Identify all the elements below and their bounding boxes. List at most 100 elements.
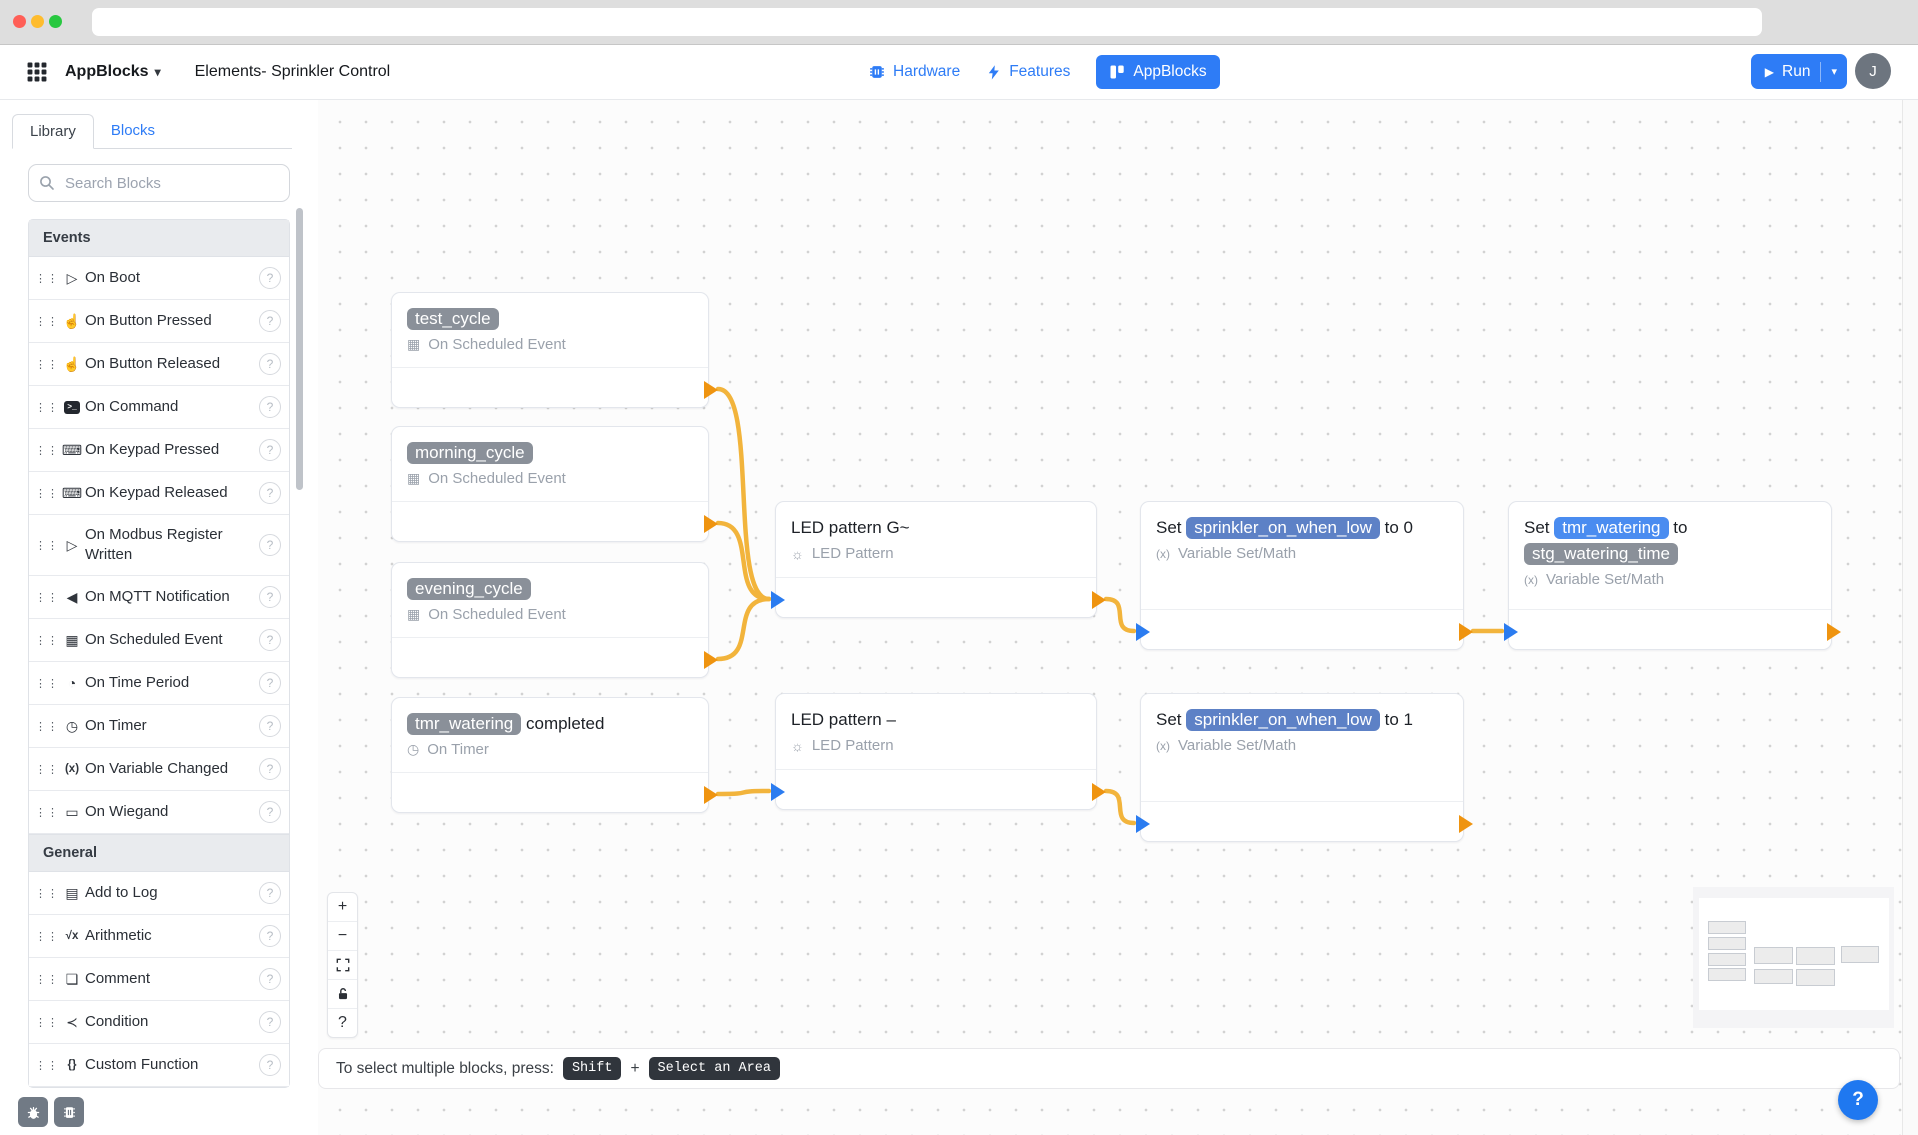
library-item-on-keypad-pressed[interactable]: ⋮⋮⌨On Keypad Pressed? [29, 429, 289, 472]
drag-handle-icon[interactable]: ⋮⋮ [35, 591, 59, 604]
output-port[interactable] [704, 651, 718, 669]
input-port[interactable] [771, 783, 785, 801]
drag-handle-icon[interactable]: ⋮⋮ [35, 973, 59, 986]
nav-appblocks[interactable]: AppBlocks [1096, 55, 1220, 89]
drag-handle-icon[interactable]: ⋮⋮ [35, 887, 59, 900]
drag-handle-icon[interactable]: ⋮⋮ [35, 763, 59, 776]
library-item-condition[interactable]: ⋮⋮≺Condition? [29, 1001, 289, 1044]
block-morning_cycle[interactable]: morning_cycle▦On Scheduled Event [391, 426, 718, 542]
output-port[interactable] [1459, 623, 1473, 641]
block-set_timer[interactable]: Set tmr_watering to stg_watering_time(x)… [1504, 501, 1841, 650]
sidebar-scrollbar[interactable] [296, 208, 303, 490]
help-icon[interactable]: ? [259, 534, 281, 556]
nav-features[interactable]: Features [986, 63, 1070, 81]
output-port[interactable] [704, 515, 718, 533]
block-led_g[interactable]: LED pattern G~☼LED Pattern [771, 501, 1106, 618]
help-icon[interactable]: ? [259, 482, 281, 504]
output-port[interactable] [704, 786, 718, 804]
avatar[interactable]: J [1855, 53, 1891, 89]
close-button[interactable] [13, 15, 26, 28]
library-item-on-variable-changed[interactable]: ⋮⋮(x)On Variable Changed? [29, 748, 289, 791]
run-button[interactable]: ▶ Run ▾ [1750, 54, 1847, 89]
drag-handle-icon[interactable]: ⋮⋮ [35, 315, 59, 328]
library-item-on-boot[interactable]: ⋮⋮▷On Boot? [29, 257, 289, 300]
library-item-on-keypad-released[interactable]: ⋮⋮⌨On Keypad Released? [29, 472, 289, 515]
canvas-help-button[interactable]: ? [338, 1014, 347, 1031]
page-scrollbar-gutter[interactable] [1902, 100, 1918, 1135]
drag-handle-icon[interactable]: ⋮⋮ [35, 720, 59, 733]
library-item-comment[interactable]: ⋮⋮❏Comment? [29, 958, 289, 1001]
input-port[interactable] [1504, 623, 1518, 641]
library-item-on-time-period[interactable]: ⋮⋮◔On Time Period? [29, 662, 289, 705]
drag-handle-icon[interactable]: ⋮⋮ [35, 487, 59, 500]
flow-canvas[interactable]: test_cycle▦On Scheduled Event morning_cyc… [318, 100, 1918, 1135]
output-port[interactable] [1459, 815, 1473, 833]
library-item-on-modbus-register-written[interactable]: ⋮⋮▷On Modbus Register Written? [29, 515, 289, 576]
block-set_low_1[interactable]: Set sprinkler_on_when_low to 1(x)Variabl… [1136, 693, 1473, 842]
output-port[interactable] [704, 381, 718, 399]
drag-handle-icon[interactable]: ⋮⋮ [35, 806, 59, 819]
drag-handle-icon[interactable]: ⋮⋮ [35, 539, 59, 552]
zoom-out-button[interactable]: − [328, 922, 357, 951]
help-icon[interactable]: ? [259, 1011, 281, 1033]
block-evening_cycle[interactable]: evening_cycle▦On Scheduled Event [391, 562, 718, 678]
zoom-button[interactable] [49, 15, 62, 28]
wire-morning_cycle-to-led_g[interactable] [715, 520, 772, 602]
help-icon[interactable]: ? [259, 801, 281, 823]
output-port[interactable] [1827, 623, 1841, 641]
drag-handle-icon[interactable]: ⋮⋮ [35, 1059, 59, 1072]
input-port[interactable] [1136, 623, 1150, 641]
drag-handle-icon[interactable]: ⋮⋮ [35, 634, 59, 647]
minimize-button[interactable] [31, 15, 44, 28]
search-input[interactable] [63, 173, 279, 193]
nav-hardware[interactable]: Hardware [868, 63, 960, 81]
lock-button[interactable] [328, 980, 357, 1009]
wire-led_dash-to-set_low_1[interactable] [1103, 788, 1137, 826]
url-bar[interactable] [92, 8, 1762, 36]
drag-handle-icon[interactable]: ⋮⋮ [35, 1016, 59, 1029]
library-item-on-button-pressed[interactable]: ⋮⋮☝On Button Pressed? [29, 300, 289, 343]
help-icon[interactable]: ? [259, 925, 281, 947]
drag-handle-icon[interactable]: ⋮⋮ [35, 930, 59, 943]
wire-led_g-to-set_low_0[interactable] [1103, 596, 1137, 634]
library-item-on-button-released[interactable]: ⋮⋮☝On Button Released? [29, 343, 289, 386]
minimap[interactable] [1693, 887, 1894, 1028]
library-item-custom-function[interactable]: ⋮⋮{}Custom Function? [29, 1044, 289, 1087]
block-led_dash[interactable]: LED pattern –☼LED Pattern [771, 693, 1106, 810]
app-menu[interactable]: AppBlocks ▾ [65, 63, 161, 81]
fit-view-button[interactable] [328, 951, 357, 980]
library-item-on-scheduled-event[interactable]: ⋮⋮▦On Scheduled Event? [29, 619, 289, 662]
block-set_low_0[interactable]: Set sprinkler_on_when_low to 0(x)Variabl… [1136, 501, 1473, 650]
library-item-add-to-log[interactable]: ⋮⋮▤Add to Log? [29, 872, 289, 915]
chevron-down-icon[interactable]: ▾ [1831, 66, 1837, 78]
zoom-in-button[interactable]: + [328, 893, 357, 922]
input-port[interactable] [771, 591, 785, 609]
help-fab[interactable]: ? [1838, 1080, 1878, 1120]
debug-button[interactable] [18, 1097, 48, 1127]
block-test_cycle[interactable]: test_cycle▦On Scheduled Event [391, 292, 718, 408]
help-icon[interactable]: ? [259, 267, 281, 289]
help-icon[interactable]: ? [259, 439, 281, 461]
library-item-on-mqtt-notification[interactable]: ⋮⋮◀On MQTT Notification? [29, 576, 289, 619]
wire-test_cycle-to-led_g[interactable] [715, 386, 772, 602]
help-icon[interactable]: ? [259, 1054, 281, 1076]
output-port[interactable] [1092, 783, 1106, 801]
help-icon[interactable]: ? [259, 353, 281, 375]
drag-handle-icon[interactable]: ⋮⋮ [35, 401, 59, 414]
help-icon[interactable]: ? [259, 882, 281, 904]
help-icon[interactable]: ? [259, 396, 281, 418]
drag-handle-icon[interactable]: ⋮⋮ [35, 444, 59, 457]
help-icon[interactable]: ? [259, 968, 281, 990]
library-item-on-command[interactable]: ⋮⋮>_On Command? [29, 386, 289, 429]
input-port[interactable] [1136, 815, 1150, 833]
help-icon[interactable]: ? [259, 310, 281, 332]
wire-evening_cycle-to-led_g[interactable] [715, 596, 772, 662]
help-icon[interactable]: ? [259, 672, 281, 694]
help-icon[interactable]: ? [259, 629, 281, 651]
help-icon[interactable]: ? [259, 758, 281, 780]
drag-handle-icon[interactable]: ⋮⋮ [35, 358, 59, 371]
output-port[interactable] [1092, 591, 1106, 609]
drag-handle-icon[interactable]: ⋮⋮ [35, 272, 59, 285]
apps-grid-icon[interactable] [27, 62, 47, 82]
